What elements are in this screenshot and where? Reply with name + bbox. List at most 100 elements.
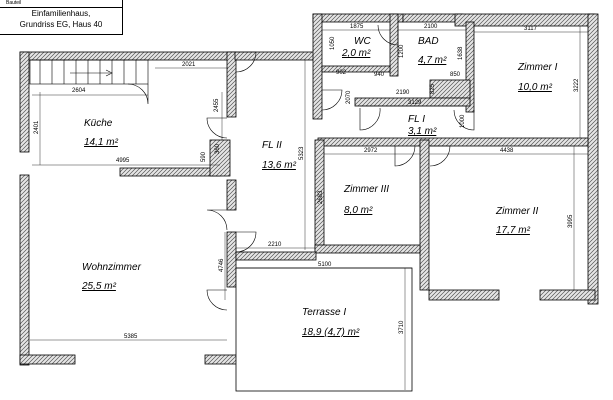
room-name-zimmer2: Zimmer II bbox=[495, 206, 538, 217]
dim-1000: 1000 bbox=[460, 114, 466, 128]
room-area-zimmer1: 10,0 m² bbox=[518, 82, 553, 93]
dim-2070: 2070 bbox=[346, 90, 352, 104]
stair-arrow-head bbox=[105, 69, 113, 77]
wall-kitchen-partition bbox=[119, 167, 221, 177]
wall-zimmer3-bottom bbox=[314, 244, 421, 254]
title-block-small-label: Bauteil bbox=[6, 0, 22, 6]
staircase bbox=[29, 59, 149, 85]
wall-wc-top bbox=[312, 13, 404, 23]
wall-wc-left bbox=[312, 13, 323, 120]
dim-590: 590 bbox=[201, 151, 207, 162]
door-swing-zimmer3 bbox=[394, 145, 416, 167]
dim-3995: 3995 bbox=[568, 214, 574, 228]
wall-hall-left-lower bbox=[226, 231, 237, 288]
room-area-bad: 4,7 m² bbox=[418, 55, 447, 66]
dim-1050: 1050 bbox=[330, 36, 336, 50]
doors bbox=[127, 24, 475, 311]
title-block-line2: Grundriss EG, Haus 40 bbox=[19, 20, 103, 29]
dim-825: 825 bbox=[430, 83, 436, 94]
wall-zimmer-top bbox=[317, 137, 589, 147]
room-area-wc: 2,0 m² bbox=[341, 48, 371, 59]
door-swing-zimmer2 bbox=[429, 145, 451, 167]
dim-4746: 4746 bbox=[219, 258, 225, 272]
dim-2190: 2190 bbox=[396, 90, 410, 96]
wall-hall-left-upper bbox=[226, 51, 237, 118]
terrace bbox=[235, 267, 413, 392]
room-area-kueche: 14,1 m² bbox=[84, 137, 119, 148]
dim-3129: 3129 bbox=[408, 100, 422, 106]
dim-1875: 1875 bbox=[350, 24, 364, 30]
dim-2455: 2455 bbox=[214, 98, 220, 112]
room-area-fl1: 3,1 m² bbox=[408, 126, 437, 137]
room-name-zimmer3: Zimmer III bbox=[343, 184, 389, 195]
title-block-line1: Einfamilienhaus, bbox=[31, 9, 91, 18]
room-area-fl2: 13,6 m² bbox=[262, 160, 297, 171]
door-swing-zimmer1 bbox=[453, 109, 475, 131]
wall-right bbox=[587, 13, 599, 305]
title-block-header: Bauteil bbox=[0, 0, 122, 8]
dim-3710: 3710 bbox=[399, 320, 405, 334]
room-area-terrasse: 18,9 (4,7) m² bbox=[302, 327, 360, 338]
door-swing-kitchen-hall bbox=[206, 117, 228, 139]
door-swing-bad bbox=[377, 24, 399, 46]
dim-1638: 1638 bbox=[458, 46, 464, 60]
door-swing-wc bbox=[321, 89, 343, 111]
dim-5323: 5323 bbox=[299, 146, 305, 160]
title-block: Bauteil Einfamilienhaus, Grundriss EG, H… bbox=[0, 0, 123, 35]
wall-bad-zimmer1 bbox=[465, 21, 475, 113]
room-labels: Küche 14,1 m² FL II 13,6 m² WC 2,0 m² BA… bbox=[81, 36, 558, 338]
dim-850: 850 bbox=[450, 72, 461, 78]
dim-4438: 4438 bbox=[500, 148, 514, 154]
wall-top-kitchen bbox=[19, 51, 236, 61]
door-swing-fl1 bbox=[359, 107, 381, 131]
door-swing-kitchen bbox=[127, 83, 149, 105]
wall-left-lower bbox=[19, 174, 30, 366]
room-name-bad: BAD bbox=[418, 36, 439, 47]
dim-902: 902 bbox=[336, 70, 347, 76]
room-name-zimmer1: Zimmer I bbox=[517, 62, 558, 73]
room-name-kueche: Küche bbox=[84, 118, 113, 129]
dimension-labels: 2604 2021 2455 2401 4995 590 360 5323 18… bbox=[34, 24, 580, 340]
wall-hall-left-mid bbox=[226, 179, 237, 211]
room-area-zimmer2: 17,7 m² bbox=[496, 225, 531, 236]
wall-hall-bottom bbox=[235, 251, 317, 261]
wall-zimmer-partition bbox=[419, 139, 430, 291]
dim-5100: 5100 bbox=[318, 262, 332, 268]
wall-bottom-left bbox=[19, 354, 76, 365]
stairs bbox=[29, 59, 149, 85]
wall-bottom-right bbox=[204, 354, 238, 365]
wall-left-upper bbox=[19, 51, 30, 153]
dim-2210: 2210 bbox=[268, 242, 282, 248]
door-swing-hall-bottom bbox=[235, 231, 257, 253]
room-area-wohnzimmer: 25,5 m² bbox=[81, 281, 117, 292]
room-name-terrasse: Terrasse I bbox=[302, 307, 346, 318]
room-name-fl1: FL I bbox=[408, 114, 425, 125]
wall-bad-top bbox=[402, 13, 464, 23]
room-name-wc: WC bbox=[354, 36, 371, 47]
wall-zimmer1-top bbox=[454, 13, 596, 27]
room-name-wohnzimmer: Wohnzimmer bbox=[82, 262, 142, 273]
terrace-outline bbox=[235, 267, 413, 392]
dim-2401: 2401 bbox=[34, 120, 40, 134]
door-swing-hall-top bbox=[235, 51, 257, 73]
dim-4995: 4995 bbox=[116, 158, 130, 164]
wall-zimmer2-bottom-left bbox=[428, 289, 500, 301]
room-area-zimmer3: 8,0 m² bbox=[344, 205, 373, 216]
wall-shaft bbox=[429, 79, 471, 99]
room-name-fl2: FL II bbox=[262, 140, 282, 151]
dimension-lines bbox=[30, 26, 588, 390]
dim-2021: 2021 bbox=[182, 62, 196, 68]
dim-1200: 1200 bbox=[399, 44, 405, 58]
chimney bbox=[209, 139, 231, 177]
dim-3117: 3117 bbox=[524, 26, 538, 32]
dim-2972: 2972 bbox=[364, 148, 378, 154]
door-swing-living-lower bbox=[206, 289, 228, 311]
dim-5385: 5385 bbox=[124, 334, 138, 340]
walls bbox=[19, 13, 599, 366]
wall-hall-top bbox=[234, 51, 316, 61]
dim-3222: 3222 bbox=[574, 78, 580, 92]
wall-zimmer2-bottom-right bbox=[539, 289, 596, 301]
dim-360: 360 bbox=[215, 143, 221, 154]
dim-2683: 2683 bbox=[318, 190, 324, 204]
